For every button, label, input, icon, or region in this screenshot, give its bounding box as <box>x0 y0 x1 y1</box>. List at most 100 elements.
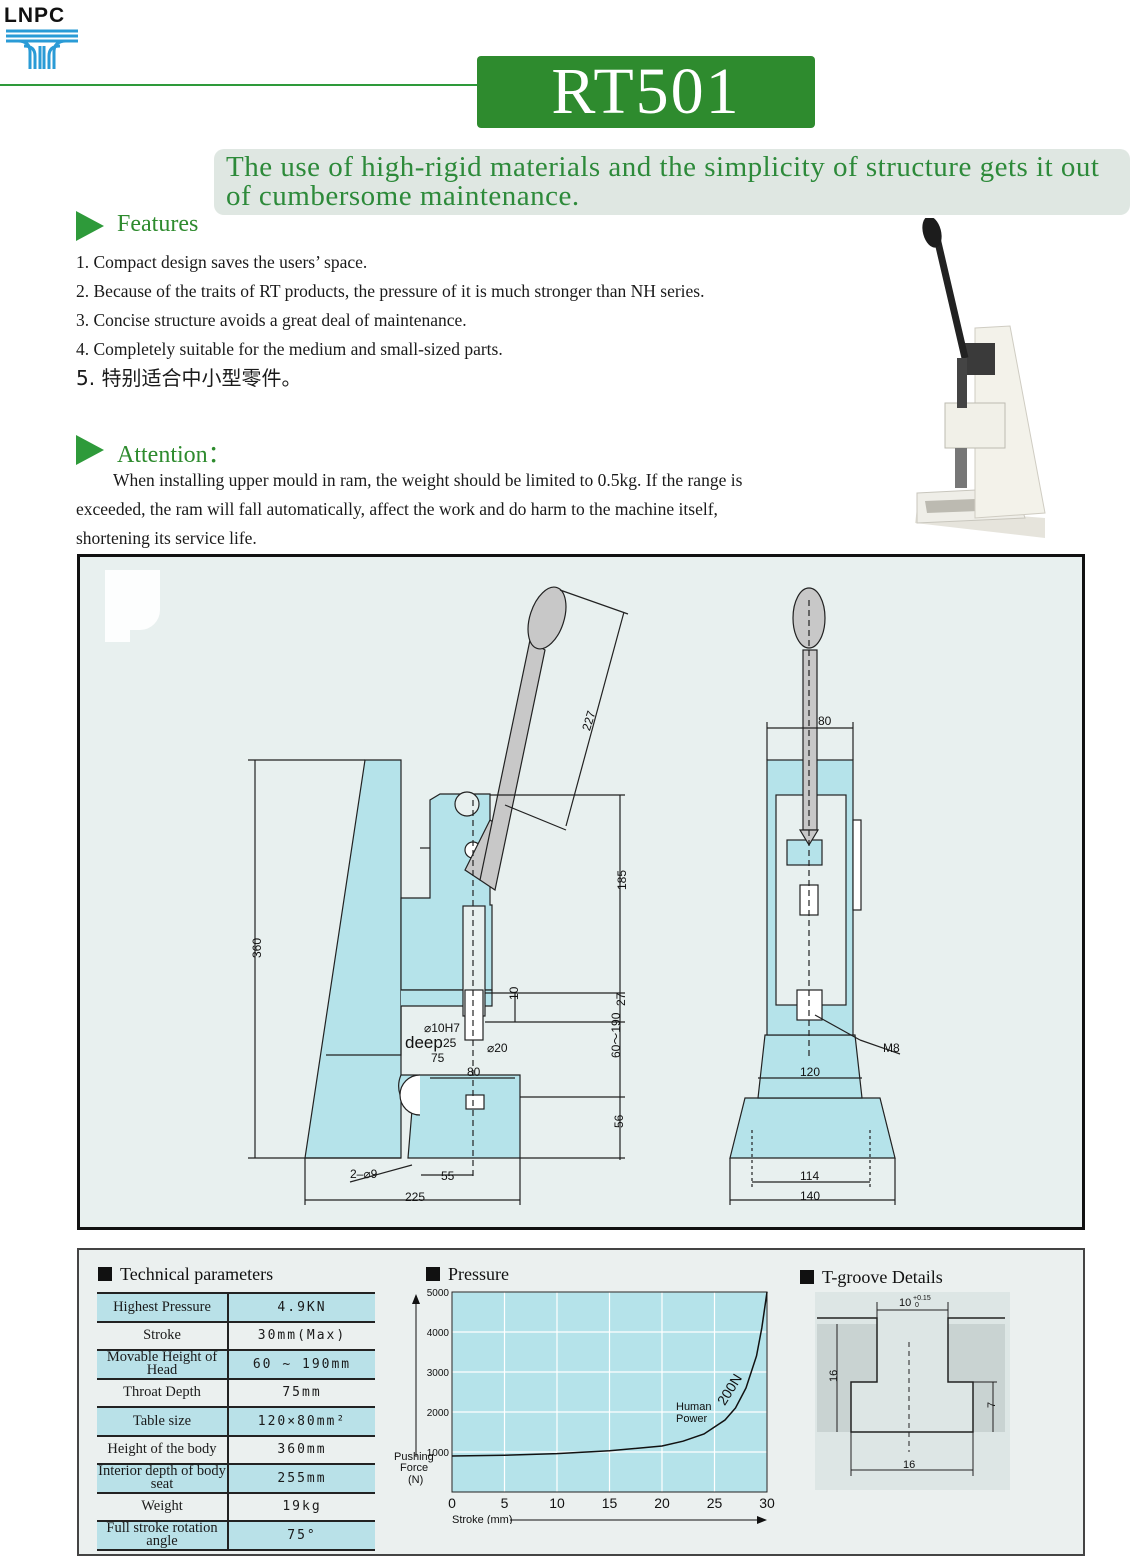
param-label: Weight <box>97 1492 229 1522</box>
dim-140: 140 <box>800 1189 820 1203</box>
dim-55: 55 <box>441 1169 455 1183</box>
param-label: Height of the body <box>97 1435 229 1465</box>
dim-front-80: 80 <box>818 714 832 728</box>
x-tick-label: 10 <box>549 1495 565 1511</box>
param-label: Full stroke rotation angle <box>97 1521 229 1551</box>
x-tick-label: 15 <box>602 1495 618 1511</box>
dim-deep: deep <box>405 1033 443 1052</box>
dim-20: ⌀20 <box>487 1041 508 1055</box>
dim-185: 185 <box>615 870 629 890</box>
feature-item: 5. 特别适合中小型零件。 <box>76 366 302 390</box>
pressure-chart: 0 5 10 15 20 25 30 1000 2000 3000 4000 5000HumanPow… <box>394 1288 775 1524</box>
plot-frame <box>451 1291 768 1493</box>
human-power-label: Human <box>676 1401 711 1413</box>
tgroove-height-16: 16 <box>828 1370 840 1382</box>
param-value: 360mm <box>228 1435 375 1465</box>
param-label: Table size <box>97 1407 229 1437</box>
param-label: Interior depth of body seat <box>97 1464 229 1494</box>
param-value: 75° <box>228 1521 375 1551</box>
feature-item: 3. Concise structure avoids a great deal… <box>76 310 467 330</box>
tech-params-heading: Technical parameters <box>98 1264 273 1285</box>
param-label: Stroke <box>97 1321 229 1351</box>
y-axis-label: (N) <box>408 1474 423 1486</box>
y-tick-label: 4000 <box>427 1328 450 1339</box>
dim-114: 114 <box>800 1169 819 1183</box>
param-value: 255mm <box>228 1464 375 1494</box>
param-value: 60 ~ 190mm <box>228 1350 375 1380</box>
features-arrow-icon <box>76 211 104 241</box>
series-line-200n <box>451 1291 768 1457</box>
pressure-heading: Pressure <box>426 1264 509 1285</box>
product-photo <box>915 218 1046 538</box>
dim-10: 10 <box>507 986 521 1000</box>
dim-120: 120 <box>800 1065 820 1079</box>
human-power-label: Power <box>676 1413 708 1425</box>
x-tick-label: 25 <box>707 1495 723 1511</box>
y-axis-label: Pushing <box>394 1451 434 1463</box>
feature-item: 1. Compact design saves the users’ space… <box>76 252 368 272</box>
tgroove-width-16: 16 <box>903 1459 915 1471</box>
engineering-drawing-panel <box>77 554 1085 1230</box>
feature-item: 4. Completely suitable for the medium an… <box>76 339 503 359</box>
x-tick-label: 5 <box>501 1495 509 1511</box>
dim-60-190: 60～190 <box>609 1012 623 1058</box>
param-value: 30mm(Max) <box>228 1321 375 1351</box>
x-axis-label: Stroke (mm) <box>452 1514 513 1524</box>
brand-logo-text: LNPC <box>4 4 66 27</box>
param-value: 120×80mm² <box>228 1407 375 1437</box>
features-heading: Features <box>117 211 199 237</box>
dim-360: 360 <box>250 938 264 958</box>
tgroove-heading: T-groove Details <box>800 1267 943 1288</box>
dim-m8: M8 <box>883 1041 900 1055</box>
param-value: 75mm <box>228 1378 375 1408</box>
tgroove-top-width: 10 <box>899 1297 911 1309</box>
y-tick-label: 3000 <box>427 1368 450 1379</box>
x-axis-arrow-head <box>757 1516 767 1524</box>
engineering-drawing: 360 227 185 10 27 60～190 56 ⌀10H7 deep 2… <box>105 570 901 1205</box>
dim-27: 27 <box>614 992 628 1006</box>
dim-56: 56 <box>612 1114 626 1128</box>
attention-text: When installing upper mould in ram, the … <box>76 470 743 548</box>
x-tick-label: 30 <box>759 1495 775 1511</box>
tgroove-height-7: 7 <box>986 1402 998 1408</box>
y-axis-arrow-head <box>412 1294 420 1304</box>
x-tick-label: 20 <box>654 1495 670 1511</box>
dim-80: 80 <box>467 1065 481 1079</box>
dim-75: 75 <box>431 1051 445 1065</box>
y-tick-label: 5000 <box>427 1288 450 1299</box>
param-label: Highest Pressure <box>97 1292 229 1323</box>
y-tick-label: 1000 <box>427 1448 450 1459</box>
tgroove-tolerance-zero: 0 <box>915 1302 919 1309</box>
dim-225: 225 <box>405 1190 425 1204</box>
tgroove-diagram: 10 +0.15 0 16 7 16 <box>815 1292 1010 1490</box>
tgroove-tolerance: +0.15 <box>913 1295 931 1302</box>
param-value: 4.9KN <box>228 1292 375 1323</box>
feature-item: 2. Because of the traits of RT products,… <box>76 281 705 301</box>
attention-arrow-icon <box>76 435 104 465</box>
dim-bore: ⌀10H7 <box>424 1021 460 1035</box>
product-slogan: The use of high-rigid materials and the … <box>214 149 1130 215</box>
x-tick-label: 0 <box>448 1495 456 1511</box>
y-axis-label: Force <box>400 1462 428 1474</box>
dim-deep-val: 25 <box>443 1036 457 1050</box>
dim-holes: 2–⌀9 <box>350 1167 378 1181</box>
param-label: Movable Height of Head <box>97 1350 229 1380</box>
param-value: 19kg <box>228 1492 375 1522</box>
brand-logo-icon <box>6 29 78 69</box>
dim-227: 227 <box>579 709 598 733</box>
header-rule <box>0 84 480 86</box>
param-label: Throat Depth <box>97 1378 229 1408</box>
product-title: RT501 <box>477 56 815 128</box>
y-tick-label: 2000 <box>427 1408 450 1419</box>
attention-heading: Attention： <box>117 442 232 468</box>
